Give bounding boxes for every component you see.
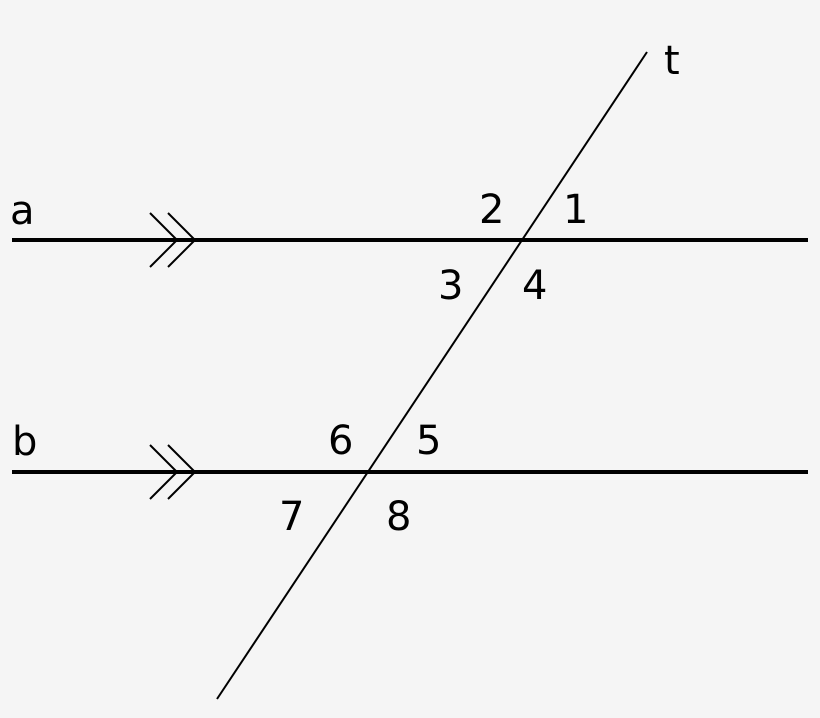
angle-4: 4 <box>522 263 547 309</box>
angle-8: 8 <box>386 494 411 540</box>
angle-2: 2 <box>479 187 504 233</box>
transversal-t <box>216 51 648 700</box>
angle-6: 6 <box>328 418 353 464</box>
angle-3: 3 <box>438 263 463 309</box>
parallel-marker-a <box>149 212 197 268</box>
label-t: t <box>664 38 680 84</box>
angle-7: 7 <box>279 494 304 540</box>
angle-5: 5 <box>416 418 441 464</box>
angle-1: 1 <box>563 187 588 233</box>
parallel-marker-b <box>149 444 197 500</box>
label-a: a <box>10 188 35 234</box>
label-b: b <box>12 419 37 465</box>
